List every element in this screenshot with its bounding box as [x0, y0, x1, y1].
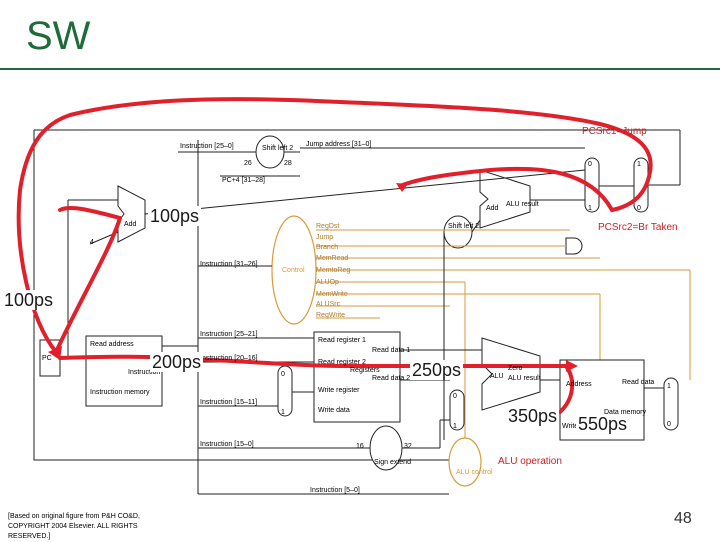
figure-credit: [Based on original figure from P&H CO&D,…: [8, 513, 140, 540]
alusrc-mux: [449, 389, 465, 431]
label-read-address: Read address: [90, 341, 134, 348]
register-file-box: [313, 331, 401, 423]
label-read-register2: Read register 2: [318, 359, 366, 366]
label-zero: Zero: [508, 365, 523, 372]
memtoreg-mux: [663, 377, 679, 431]
label-jump: Jump: [316, 234, 333, 241]
label-read-data1: Read data 1: [372, 347, 410, 354]
label-memwrite: MemWrite: [316, 291, 348, 298]
label-28: 28: [284, 160, 292, 167]
label-mux5-zero: 0: [667, 421, 671, 428]
label-mux3-one: 1: [281, 409, 285, 416]
path-arrowheads: [48, 183, 578, 372]
timing-label-2: 100ps: [2, 290, 56, 310]
title-divider: [0, 68, 720, 70]
label-jump-address: Jump address [31–0]: [306, 141, 371, 148]
timing-label-3: 200ps: [150, 352, 204, 372]
label-four: 4: [90, 239, 94, 246]
label-instr-31-26: Instruction [31–26]: [200, 261, 258, 268]
label-alusrc: ALUSrc: [316, 301, 341, 308]
label-read-data: Read data: [622, 379, 654, 386]
label-sign-extend: Sign extend: [374, 459, 411, 466]
pcsrc-jump-note: PCSrc1=Jump: [582, 126, 647, 137]
label-instr-15-11: Instruction [15–11]: [200, 399, 257, 406]
label-mux1-zero: 0: [588, 161, 592, 168]
label-mux1-one: 1: [588, 205, 592, 212]
label-alu-result: ALU result: [506, 201, 539, 208]
instruction-memory-box: [85, 335, 163, 407]
pcsrc-br-note: PCSrc2=Br Taken: [598, 222, 678, 233]
label-shift-left2-b: Shift left 2: [448, 223, 479, 230]
label-mux4-one: 1: [453, 423, 457, 430]
control-lines: [316, 229, 691, 440]
label-instr-25-0: Instruction [25–0]: [180, 143, 234, 150]
label-mux2-zero: 0: [637, 205, 641, 212]
datapath-wires: [60, 130, 681, 495]
label-read-data2: Read data 2: [372, 375, 410, 382]
label-instr-5-0: Instruction [5–0]: [310, 487, 360, 494]
label-aluop: ALUOp: [316, 279, 339, 286]
label-data-memory: Data memory: [604, 409, 647, 416]
alu-operation-note: ALU operation: [498, 456, 562, 467]
label-regdst: RegDst: [316, 223, 339, 230]
label-mux4-zero: 0: [453, 393, 457, 400]
label-alu-control: ALU control: [456, 469, 493, 476]
jump-shift-unit: [178, 135, 585, 177]
label-control: Control: [282, 267, 305, 274]
branch-and-gate: [565, 237, 583, 255]
label-registers: Registers: [350, 367, 380, 374]
label-mux5-one: 1: [667, 383, 671, 390]
label-read-register1: Read register 1: [318, 337, 366, 344]
datapath-frame: [33, 129, 680, 461]
label-alu-result2: ALU result: [508, 375, 541, 382]
timing-label-1: 100ps: [148, 206, 202, 226]
label-memread: MemRead: [316, 255, 348, 262]
label-shift-left2-a: Shift left 2: [262, 145, 293, 152]
label-write-data: Write data: [318, 407, 350, 414]
pc-adder: [68, 185, 146, 245]
label-32: 32: [404, 443, 412, 450]
timing-label-6: 550ps: [576, 414, 630, 434]
label-regwrite: RegWrite: [316, 312, 345, 319]
branch-shift-unit: [443, 215, 473, 249]
label-16: 16: [356, 443, 364, 450]
label-write-register: Write register: [318, 387, 360, 394]
timing-label-4: 250ps: [410, 360, 464, 380]
label-instr-20-16: Instruction [20–16]: [200, 355, 258, 362]
alu-control-unit: [448, 437, 482, 487]
label-pc4: PC+4 [31–28]: [222, 177, 265, 184]
label-mux2-one: 1: [637, 161, 641, 168]
page-number: 48: [674, 510, 692, 527]
label-pc: PC: [42, 355, 52, 362]
label-address: Address: [566, 381, 592, 388]
label-instruction-memory: Instruction memory: [90, 389, 150, 396]
label-memtoreg: MemtoReg: [316, 267, 350, 274]
label-instr-15-0: Instruction [15–0]: [200, 441, 254, 448]
label-alu: ALU: [490, 373, 504, 380]
label-add: Add: [124, 221, 137, 228]
label-add2: Add: [486, 205, 499, 212]
label-mux3-zero: 0: [281, 371, 285, 378]
label-instr-25-21: Instruction [25–21]: [200, 331, 258, 338]
timing-label-5: 350ps: [506, 406, 560, 426]
label-branch: Branch: [316, 244, 338, 251]
label-instruction: Instruction: [128, 369, 160, 376]
slide-title: SW: [26, 14, 91, 58]
label-26: 26: [244, 160, 252, 167]
branch-adder: [479, 169, 531, 229]
